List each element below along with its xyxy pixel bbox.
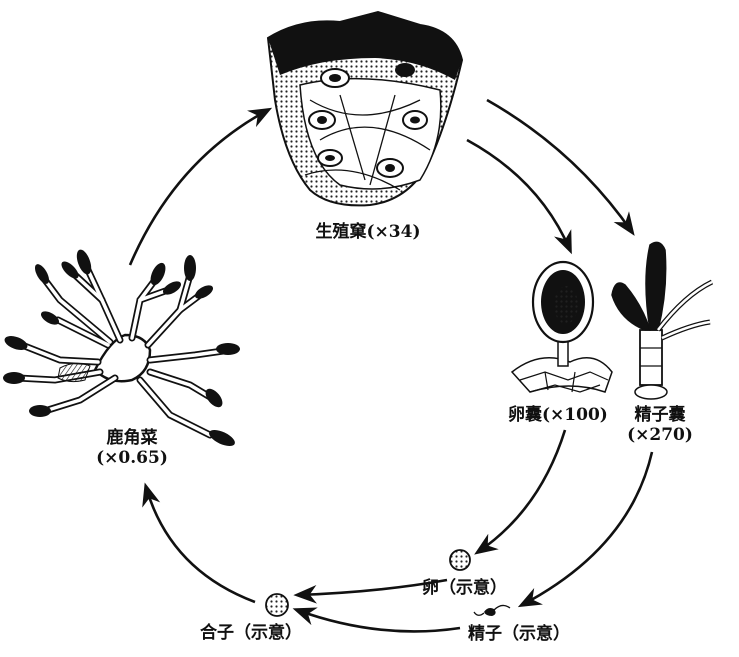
receptacle-label: 生殖窠(×34) bbox=[316, 222, 421, 242]
arrow-plant-to-receptacle bbox=[130, 110, 268, 265]
arrow-receptacle-to-oogonium bbox=[467, 140, 570, 250]
plant-label: 鹿角菜 (×0.65) bbox=[96, 428, 168, 468]
antheridium-illustration bbox=[612, 242, 712, 399]
antheridium-label: 精子囊 (×270) bbox=[627, 405, 693, 445]
arrow-antheridium-to-sperm bbox=[522, 452, 652, 605]
arrow-oogonium-to-egg bbox=[478, 430, 565, 552]
antheridium-label-name: 精子囊 bbox=[627, 405, 693, 425]
oogonium-illustration bbox=[512, 262, 612, 392]
plant-label-name: 鹿角菜 bbox=[96, 428, 168, 448]
zygote-illustration bbox=[266, 594, 288, 616]
egg-label: 卵（示意） bbox=[422, 578, 507, 598]
egg-illustration bbox=[450, 550, 470, 570]
sperm-illustration bbox=[474, 605, 510, 616]
arrow-zygote-to-plant bbox=[146, 487, 255, 602]
sperm-label: 精子（示意） bbox=[468, 624, 570, 644]
plant-illustration bbox=[3, 248, 240, 450]
receptacle-illustration bbox=[268, 12, 462, 205]
arrow-receptacle-to-antheridium bbox=[487, 100, 632, 232]
antheridium-label-scale: (×270) bbox=[627, 425, 693, 445]
arrow-sperm-to-zygote bbox=[297, 610, 460, 631]
oogonium-label: 卵囊(×100) bbox=[508, 405, 608, 425]
plant-label-scale: (×0.65) bbox=[96, 448, 168, 468]
zygote-label: 合子（示意） bbox=[200, 623, 302, 643]
